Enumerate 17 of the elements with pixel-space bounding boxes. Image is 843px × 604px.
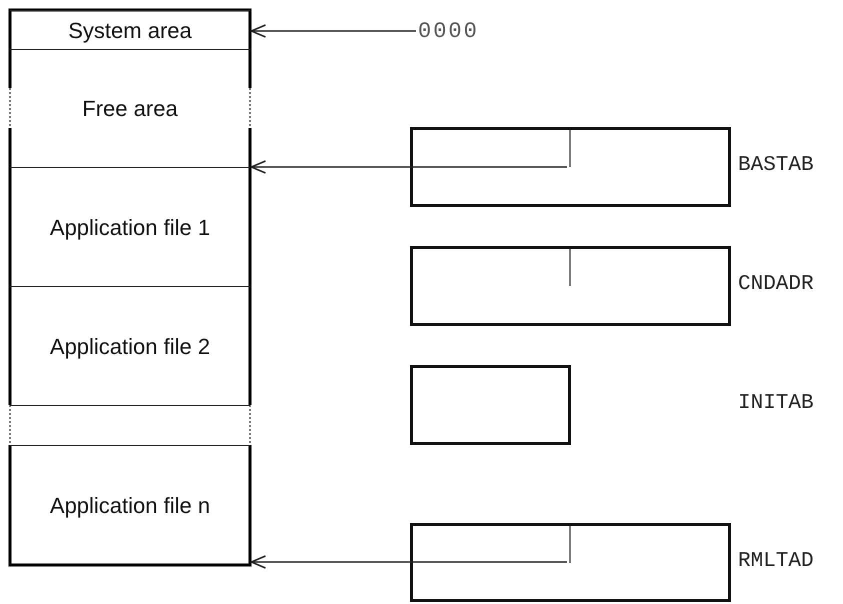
segment-label: Application file 2 [50, 332, 210, 361]
arrow [250, 24, 416, 38]
segment-label: Application file 1 [50, 214, 210, 242]
segment-label: Application file n [50, 492, 210, 520]
table-name: INITAB [738, 393, 814, 414]
table-name: CNDADR [738, 274, 814, 295]
table-name: RMLTAD [738, 550, 814, 572]
segment-label: System area [68, 16, 192, 45]
arrow [250, 160, 567, 174]
arrow [250, 555, 567, 569]
table-box [410, 246, 731, 326]
table-box [410, 127, 731, 207]
address-label: 0000 [418, 18, 479, 44]
table-box [410, 365, 571, 445]
segment-label: Free area [82, 95, 178, 123]
table-name: BASTAB [738, 155, 814, 176]
table-box [410, 523, 731, 602]
